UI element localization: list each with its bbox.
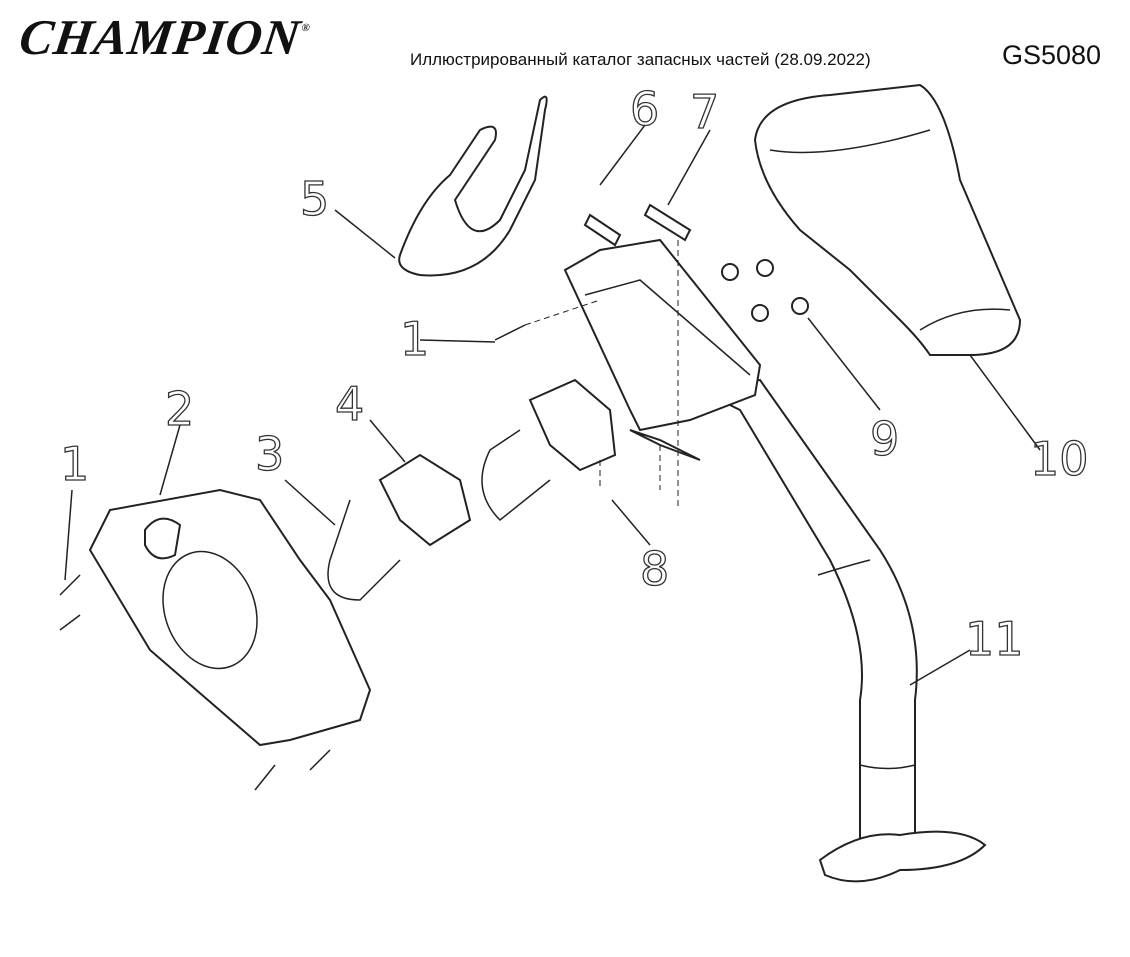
- part-grip: [753, 83, 1022, 356]
- callout-10: 10: [1030, 432, 1089, 486]
- part-clamp: [378, 378, 617, 547]
- callout-numbers: 1 2 3 4 5 6 7 8 9 10 11 1: [59, 81, 1089, 666]
- part-mount-bracket: [563, 238, 762, 461]
- fasteners: [59, 203, 809, 791]
- callout-4: 4: [335, 377, 364, 431]
- model-number: GS5080: [1002, 40, 1102, 70]
- callout-3: 3: [255, 427, 284, 481]
- callout-1-left: 1: [60, 437, 89, 491]
- catalog-title: Иллюстрированный каталог запасных частей…: [410, 50, 871, 69]
- callout-9: 9: [870, 412, 899, 466]
- part-handle-tube: [696, 378, 987, 883]
- part-bail-bar: [398, 95, 548, 277]
- callout-6: 6: [630, 82, 659, 136]
- part-cover: [88, 488, 372, 747]
- callout-5: 5: [300, 172, 329, 226]
- callout-2: 2: [165, 382, 194, 436]
- callout-11: 11: [965, 612, 1024, 666]
- callout-8: 8: [640, 542, 669, 596]
- callout-7: 7: [690, 85, 719, 139]
- part-u-bolt: [327, 429, 551, 601]
- callout-1: 1: [400, 312, 429, 366]
- leader-lines: [64, 124, 1041, 686]
